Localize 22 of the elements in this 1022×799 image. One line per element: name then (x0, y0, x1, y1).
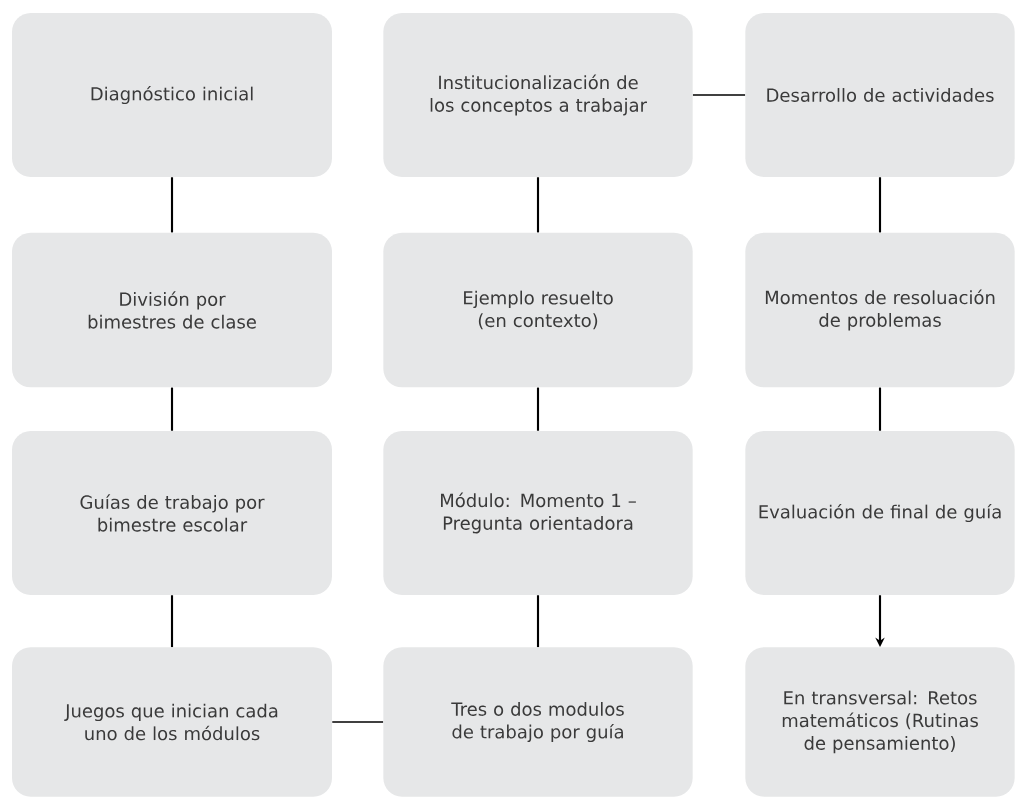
connector-line (536, 595, 540, 648)
process-box: Ejemplo resuelto (en contexto) (383, 232, 693, 388)
connector-line (536, 177, 540, 233)
connector-line (170, 177, 174, 233)
connector-line (878, 387, 882, 431)
process-box: Institucionalización de los conceptos a trabajar (383, 13, 693, 177)
connector-line (170, 595, 174, 648)
process-box: Diagnóstico inicial (12, 13, 332, 177)
process-box: Evaluación de final de guía (745, 431, 1015, 595)
process-box: Juegos que inician cada uno de los módulos (12, 647, 332, 797)
connector-line (692, 94, 746, 96)
process-box: Módulo: Momento 1 – Pregunta orientadora (383, 431, 693, 595)
process-box: División por bimestres de clase (12, 232, 332, 388)
process-box: Tres o dos modulos de trabajo por guía (383, 647, 693, 797)
process-box: Desarrollo de actividades (745, 13, 1015, 177)
connector-line (878, 177, 882, 233)
process-box: Guías de trabajo por bimestre escolar (12, 431, 332, 595)
connector-line (536, 387, 540, 431)
process-box: En transversal: Retos matemáticos (Rutinas de pensamiento) (745, 647, 1015, 797)
process-box: Momentos de resoluación de problemas (745, 232, 1015, 388)
connector-line (170, 387, 174, 431)
connector-line (331, 721, 384, 723)
